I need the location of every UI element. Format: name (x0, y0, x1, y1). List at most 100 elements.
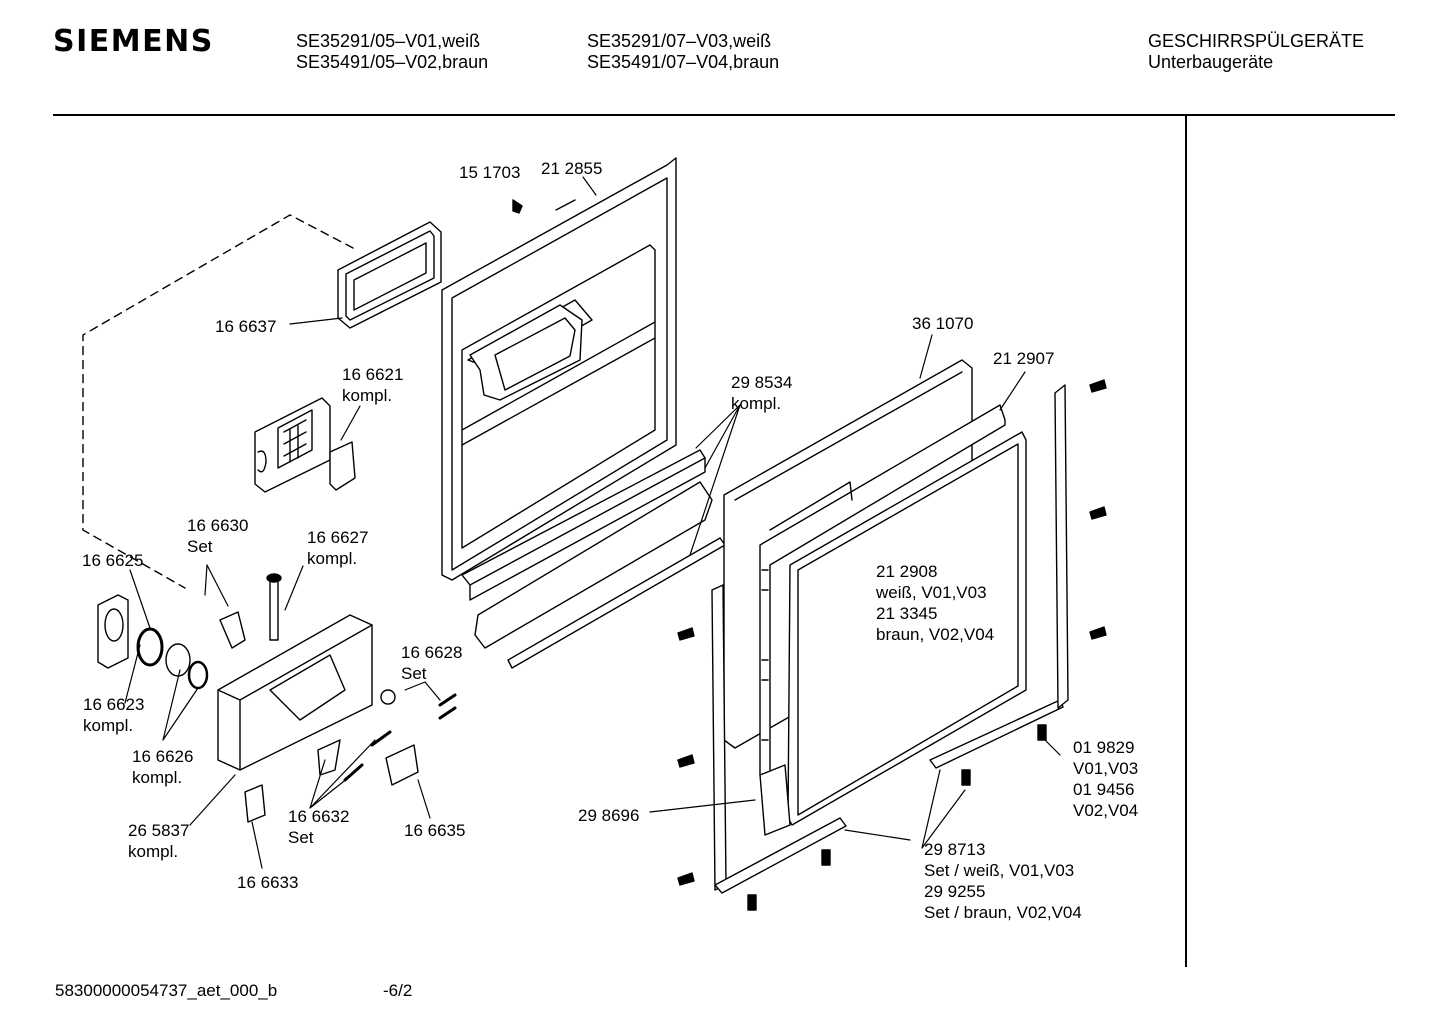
page-number: -6/2 (383, 981, 413, 1000)
label-265837: 26 5837 kompl. (128, 820, 189, 862)
label-166628: 16 6628 Set (401, 642, 462, 684)
part-number: 21 2855 (541, 159, 603, 178)
part-number: 26 5837 (128, 821, 190, 840)
part-166628-spring (438, 693, 457, 720)
part-166626-nozzle (165, 643, 209, 690)
screw (961, 769, 971, 786)
part-212855-inner-door (441, 157, 677, 581)
label-166635: 16 6635 (404, 820, 465, 841)
model-list-05: SE35291/05–V01,weiß SE35491/05–V02,braun (296, 31, 488, 73)
label-166630: 16 6630 Set (187, 515, 248, 557)
screw-group (677, 379, 1107, 911)
part-number: 16 6627 (307, 528, 369, 547)
part-298534-strip (461, 449, 726, 669)
part-number: 16 6628 (401, 643, 463, 662)
part-number: 21 3345 (876, 604, 938, 623)
part-298713-bottom-strip (714, 817, 847, 894)
part-note: V02,V04 (1073, 801, 1139, 820)
screw (677, 754, 695, 768)
part-number: 16 6635 (404, 821, 466, 840)
screw (747, 894, 757, 911)
label-166623: 16 6623 kompl. (83, 694, 144, 736)
part-note: Set (288, 828, 314, 847)
label-151703: 15 1703 (459, 162, 520, 183)
category-title: GESCHIRRSPÜLGERÄTE (1148, 31, 1365, 51)
document-id: 58300000054737_aet_000_b (55, 981, 278, 1000)
model-line: SE35291/07–V03,weiß (587, 31, 772, 51)
label-166627: 16 6627 kompl. (307, 527, 368, 569)
assembly-dashed-line (82, 214, 354, 589)
part-number: 01 9829 (1073, 738, 1135, 757)
part-note: weiß, V01,V03 (876, 583, 987, 602)
label-298713: 29 8713 Set / weiß, V01,V03 29 9255 Set … (924, 839, 1082, 923)
part-166633-plate (244, 784, 266, 823)
part-number: 16 6626 (132, 747, 194, 766)
screw (1089, 626, 1107, 640)
part-166635-magnet (385, 744, 419, 786)
side-divider (1185, 116, 1187, 967)
label-166625: 16 6625 (82, 550, 143, 571)
part-number: 21 2907 (993, 349, 1055, 368)
product-category: GESCHIRRSPÜLGERÄTE Unterbaugeräte (1148, 31, 1364, 73)
label-212907: 21 2907 (993, 348, 1054, 369)
label-298534: 29 8534 kompl. (731, 372, 792, 414)
part-166623-ring (136, 627, 164, 667)
model-list-07: SE35291/07–V03,weiß SE35491/07–V04,braun (587, 31, 779, 73)
model-line: SE35491/07–V04,braun (587, 52, 780, 72)
part-note: kompl. (342, 386, 393, 405)
part-note: braun, V02,V04 (876, 625, 995, 644)
screw (1089, 379, 1107, 393)
part-number: 16 6633 (237, 873, 299, 892)
part-number: 01 9456 (1073, 780, 1135, 799)
label-361070: 36 1070 (912, 313, 973, 334)
part-166637-frame (337, 221, 442, 329)
part-number: 16 6625 (82, 551, 144, 570)
part-number: 29 8696 (578, 806, 640, 825)
part-166621-grille (254, 397, 356, 493)
part-number: 29 8534 (731, 373, 793, 392)
screw (1037, 724, 1047, 741)
label-019829: 01 9829 V01,V03 01 9456 V02,V04 (1073, 737, 1138, 821)
label-166621: 16 6621 kompl. (342, 364, 403, 406)
part-166632-clip (317, 739, 341, 776)
part-number: 21 2908 (876, 562, 938, 581)
part-166625-cap (97, 594, 129, 669)
part-166628-ball (380, 689, 396, 705)
part-298696-side-strip (711, 584, 791, 891)
label-212855: 21 2855 (541, 158, 602, 179)
part-note: Set / braun, V02,V04 (924, 903, 1082, 922)
siemens-logo: SIEMENS (53, 24, 214, 59)
category-subtitle: Unterbaugeräte (1148, 52, 1274, 72)
part-166630-lever (219, 611, 246, 649)
part-number: 29 9255 (924, 882, 986, 901)
part-note: Set (401, 664, 427, 683)
part-number: 16 6621 (342, 365, 404, 384)
header-divider (53, 114, 1395, 116)
part-number: 36 1070 (912, 314, 974, 333)
right-side-rail (1054, 384, 1069, 709)
label-298696: 29 8696 (578, 805, 639, 826)
part-number: 15 1703 (459, 163, 521, 182)
part-166627-valve (269, 574, 279, 641)
label-166637: 16 6637 (215, 316, 276, 337)
screw-151703 (512, 199, 523, 214)
model-line: SE35291/05–V01,weiß (296, 31, 481, 51)
part-note: kompl. (132, 768, 183, 787)
part-note: kompl. (307, 549, 358, 568)
part-note: kompl. (128, 842, 179, 861)
part-note: Set / weiß, V01,V03 (924, 861, 1075, 880)
part-number: 29 8713 (924, 840, 986, 859)
part-number: 16 6630 (187, 516, 249, 535)
screw (677, 627, 695, 641)
part-166632-spring (343, 730, 392, 782)
part-number: 16 6623 (83, 695, 145, 714)
part-number: 16 6632 (288, 807, 350, 826)
label-166633: 16 6633 (237, 872, 298, 893)
leader-lines (124, 176, 1061, 869)
screw (677, 872, 695, 886)
screw (821, 849, 831, 866)
screw (1089, 506, 1107, 520)
part-note: V01,V03 (1073, 759, 1139, 778)
part-note: Set (187, 537, 213, 556)
